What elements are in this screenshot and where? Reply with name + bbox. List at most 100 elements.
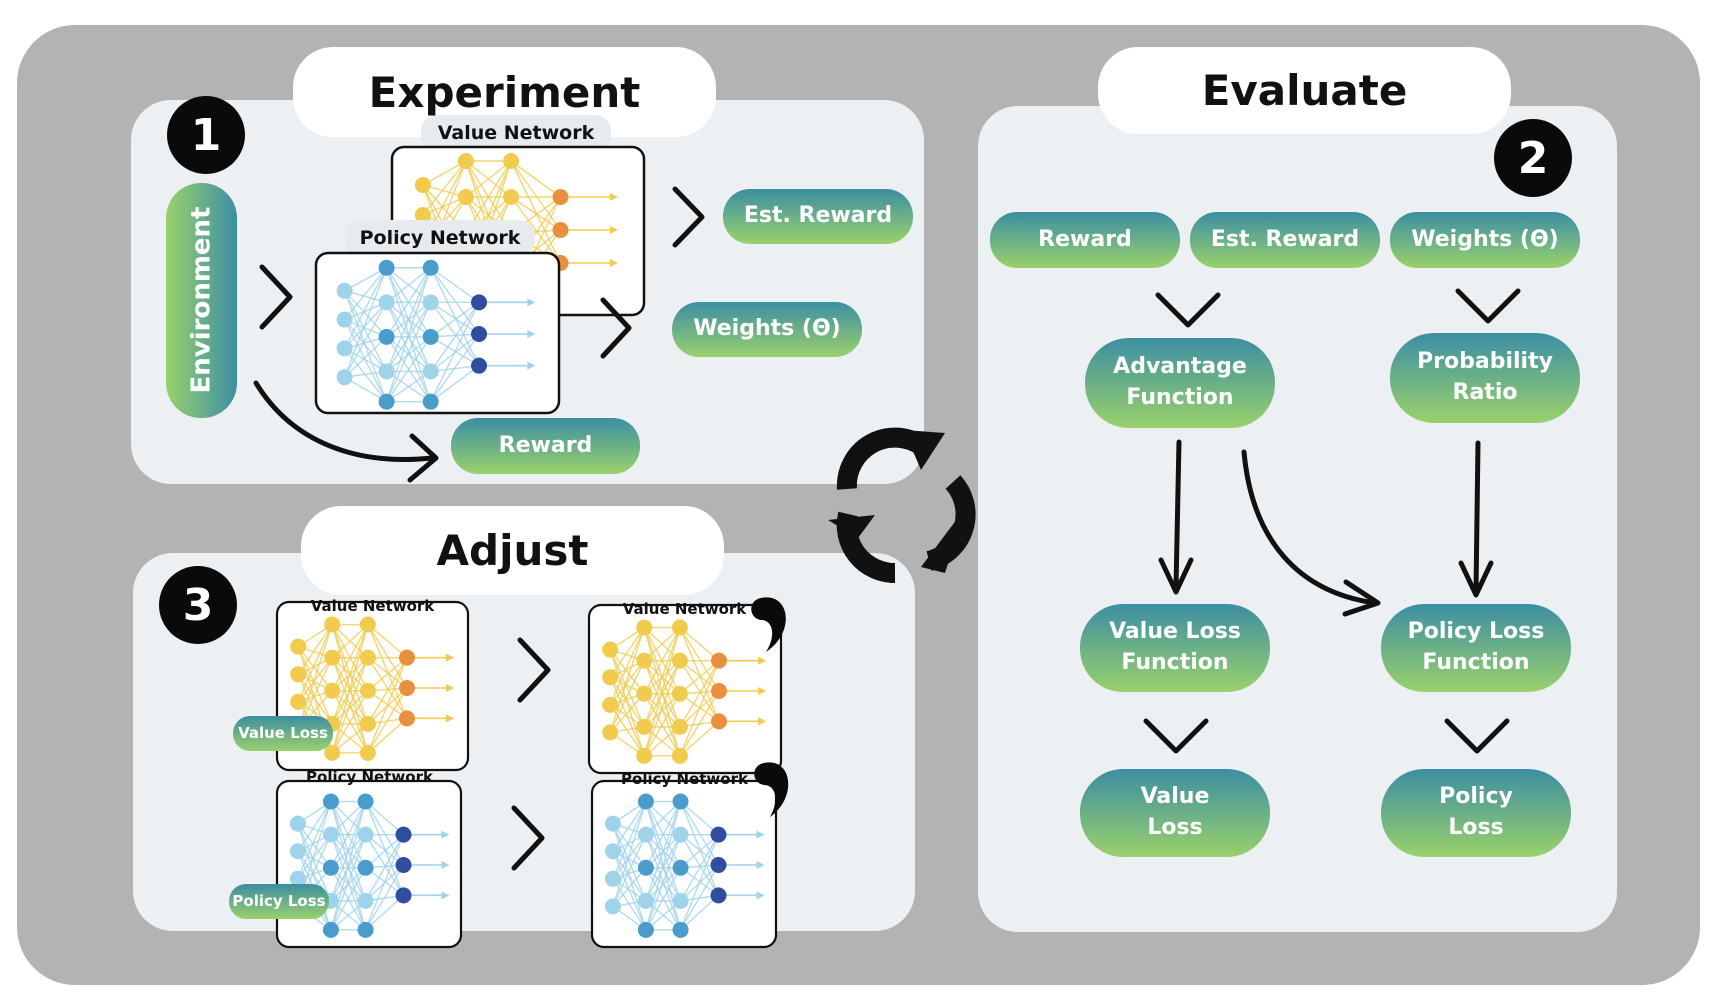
network-edge	[297, 801, 332, 852]
network-edge	[645, 801, 682, 931]
advantage-function-pill	[1085, 338, 1275, 428]
network-edge	[679, 801, 720, 896]
network-edge	[364, 801, 405, 866]
network-edge	[645, 801, 682, 869]
adjust-new-policy-network-graph	[604, 793, 765, 938]
network-edge	[679, 627, 720, 692]
environment-to-reward-arrow	[253, 380, 435, 462]
network-edge	[331, 690, 369, 754]
output-arrow-head	[758, 717, 767, 726]
network-node	[359, 649, 376, 666]
network-node	[552, 189, 569, 205]
network-edge	[430, 301, 480, 367]
network-node	[357, 859, 374, 876]
network-edge	[609, 627, 645, 706]
network-edge	[330, 867, 367, 931]
network-edge	[680, 894, 719, 931]
output-arrow-head	[758, 687, 767, 695]
network-node	[602, 724, 619, 741]
network-node	[289, 843, 306, 860]
chevron-right-icon	[511, 805, 545, 871]
network-node	[604, 898, 621, 915]
network-node	[322, 826, 339, 843]
output-arrow-head	[441, 861, 450, 869]
value-loss-pill	[1080, 769, 1270, 857]
network-node	[671, 685, 688, 702]
network-node	[399, 649, 415, 666]
network-edge	[343, 301, 388, 378]
network-node	[636, 685, 653, 702]
network-node	[637, 892, 654, 909]
evaluate-est-reward-pill	[1190, 212, 1380, 268]
arrow-head-icon	[1158, 557, 1194, 595]
network-node	[395, 826, 412, 843]
network-edge	[679, 660, 720, 695]
network-node	[471, 294, 487, 311]
network-edge	[643, 693, 681, 757]
environment-pill	[166, 183, 237, 418]
network-edge	[609, 693, 645, 733]
experiment-weights-pill	[672, 302, 862, 357]
network-edge	[297, 834, 332, 880]
network-edge	[680, 834, 719, 866]
network-edge	[297, 646, 333, 725]
network-edge	[330, 834, 367, 931]
step-1-badge	[167, 96, 245, 174]
network-edge	[365, 834, 404, 866]
network-edge	[679, 660, 720, 692]
network-edge	[386, 370, 432, 403]
network-node	[322, 859, 339, 876]
prime-mark	[754, 762, 789, 817]
network-edge	[364, 864, 405, 931]
network-edge	[386, 336, 432, 372]
network-edge	[612, 801, 647, 852]
evaluate-panel	[978, 106, 1617, 932]
output-arrow-head	[756, 861, 765, 869]
network-node	[471, 357, 487, 374]
network-node	[471, 326, 487, 342]
network-edge	[344, 290, 388, 338]
network-node	[422, 328, 439, 345]
network-node	[290, 638, 307, 655]
network-edge	[367, 717, 408, 754]
network-edge	[344, 376, 387, 403]
advantage-to-value-loss-arrow	[1173, 439, 1182, 590]
network-node	[671, 718, 688, 735]
network-node	[457, 153, 474, 169]
advantage-to-policy-loss-arrow	[1241, 449, 1378, 606]
network-edge	[331, 624, 369, 725]
network-node	[378, 393, 395, 410]
network-edge	[609, 660, 645, 733]
output-arrow-head	[527, 298, 536, 307]
network-edge	[679, 801, 720, 866]
experiment-est-reward-pill	[723, 189, 913, 244]
network-edge	[430, 333, 480, 403]
network-edge	[430, 365, 480, 403]
network-edge	[609, 627, 645, 678]
network-edge	[609, 649, 645, 728]
network-edge	[386, 267, 432, 338]
network-edge	[465, 160, 512, 198]
network-node	[378, 328, 395, 345]
output-arrow-head	[609, 259, 618, 267]
network-edge	[645, 867, 682, 931]
network-node	[322, 921, 339, 938]
network-node	[289, 870, 306, 887]
network-node	[357, 892, 374, 909]
arrow-head-icon	[1458, 560, 1494, 598]
output-arrow-head	[446, 653, 455, 662]
network-edge	[612, 867, 647, 907]
cycle-icon	[828, 427, 976, 584]
network-node	[357, 921, 374, 938]
network-edge	[331, 624, 369, 754]
network-node	[636, 619, 653, 636]
network-node	[336, 311, 353, 328]
network-edge	[385, 267, 432, 372]
network-edge	[331, 624, 369, 659]
network-edge	[364, 834, 405, 902]
network-edge	[430, 302, 480, 402]
network-node	[637, 921, 654, 938]
network-node	[322, 793, 339, 810]
output-arrow-head	[527, 330, 536, 338]
